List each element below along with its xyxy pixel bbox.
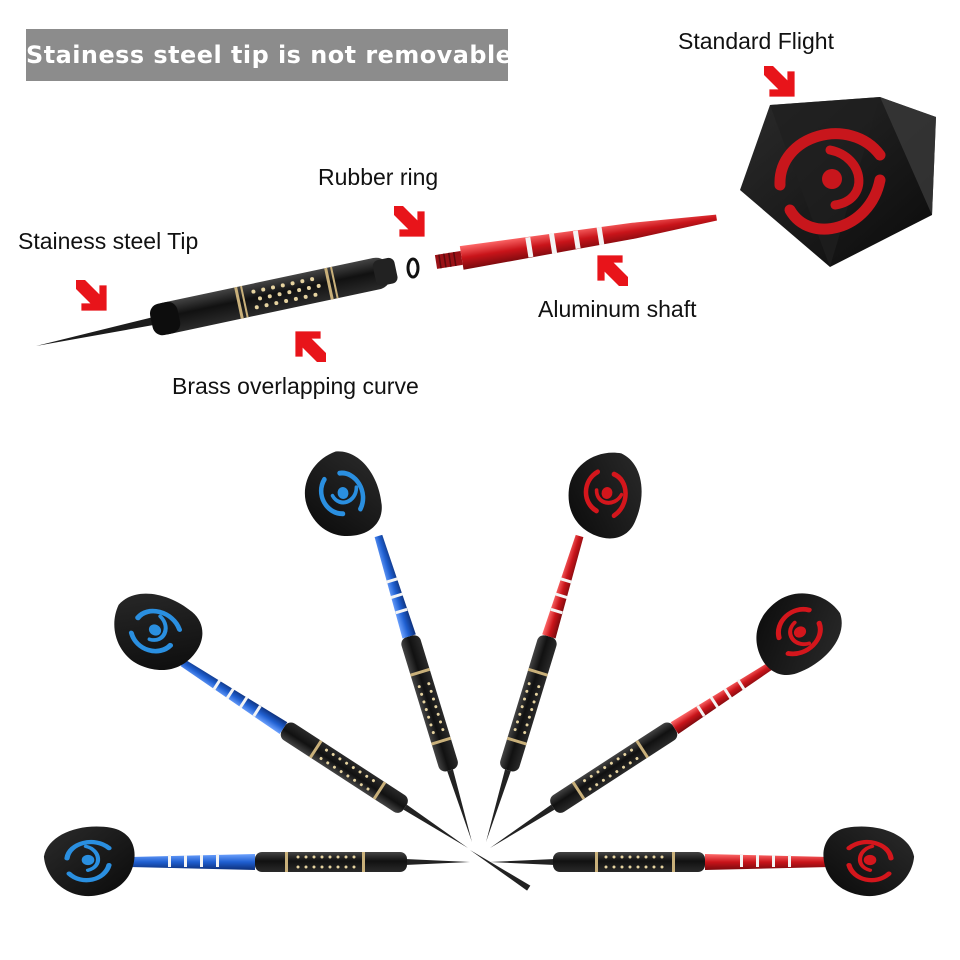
label-brass-curve: Brass overlapping curve <box>172 373 419 399</box>
rubber-ring <box>406 257 420 279</box>
standard-flight <box>740 97 936 267</box>
exploded-barrel <box>36 257 398 346</box>
blue-dart-bottom <box>44 827 470 897</box>
aluminum-shaft <box>434 214 717 270</box>
banner-caption: Stainess steel tip is not removable <box>26 29 512 81</box>
blue-dart-middle <box>470 850 531 891</box>
label-standard-flight: Standard Flight <box>678 28 834 54</box>
red-dart-bottom <box>490 827 914 897</box>
label-rubber-ring: Rubber ring <box>318 164 439 190</box>
label-aluminum-shaft: Aluminum shaft <box>538 296 697 322</box>
label-stainless-tip: Stainess steel Tip <box>18 228 199 254</box>
